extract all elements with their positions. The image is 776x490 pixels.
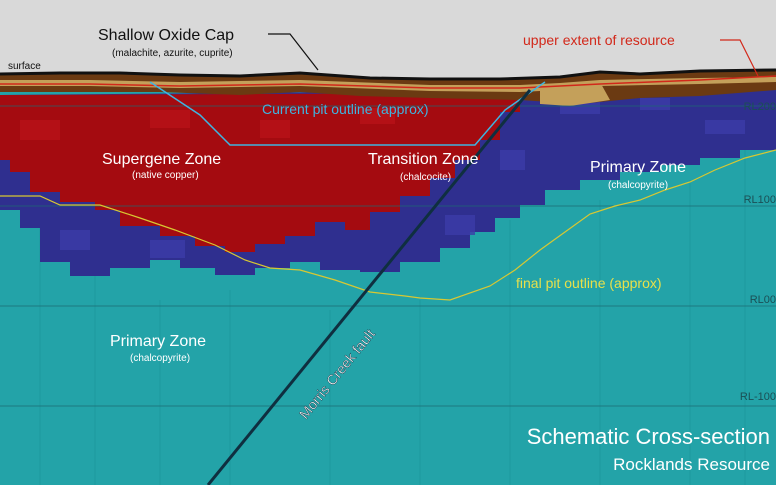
primary-right-sublabel: (chalcopyrite) <box>608 180 668 191</box>
current-pit-label: Current pit outline (approx) <box>262 101 429 117</box>
rl-grid <box>0 105 776 407</box>
oxide-cap-label: Shallow Oxide Cap <box>98 27 234 44</box>
transition-blocks <box>60 98 745 258</box>
morris-creek-fault <box>206 89 532 486</box>
transition-sublabel: (chalcocite) <box>400 172 451 183</box>
upper-extent-line <box>0 75 776 89</box>
rl-label-100: RL100 <box>744 194 776 206</box>
oxide-light-band <box>0 77 776 92</box>
supergene-zone-area <box>0 93 520 252</box>
surface-label: surface <box>8 61 41 72</box>
oxide-cap-leader <box>268 33 319 71</box>
diagram-subtitle: Rocklands Resource <box>613 455 770 474</box>
oxide-light-patch <box>540 82 610 106</box>
rl-label-200: RL200 <box>744 101 776 113</box>
primary-right-label: Primary Zone <box>590 159 686 176</box>
supergene-label: Supergene Zone <box>102 151 221 168</box>
surface-line <box>0 68 776 81</box>
diagram-title: Schematic Cross-section <box>527 424 770 449</box>
supergene-blocks <box>20 108 395 140</box>
oxide-cap-sublabel: (malachite, azurite, cuprite) <box>112 48 233 59</box>
rl-label-minus-100: RL-100 <box>740 391 776 403</box>
final-pit-label: final pit outline (approx) <box>516 275 662 291</box>
primary-left-label: Primary Zone <box>110 333 206 350</box>
transition-label: Transition Zone <box>368 151 479 168</box>
upper-extent-leader <box>720 39 759 77</box>
upper-extent-label: upper extent of resource <box>523 32 675 48</box>
final-pit-outline <box>0 149 776 301</box>
sky-area <box>0 0 776 79</box>
rl-label-00: RL00 <box>750 294 776 306</box>
current-pit-outline <box>149 81 546 146</box>
supergene-sublabel: (native copper) <box>132 170 199 181</box>
primary-left-sublabel: (chalcopyrite) <box>130 353 190 364</box>
